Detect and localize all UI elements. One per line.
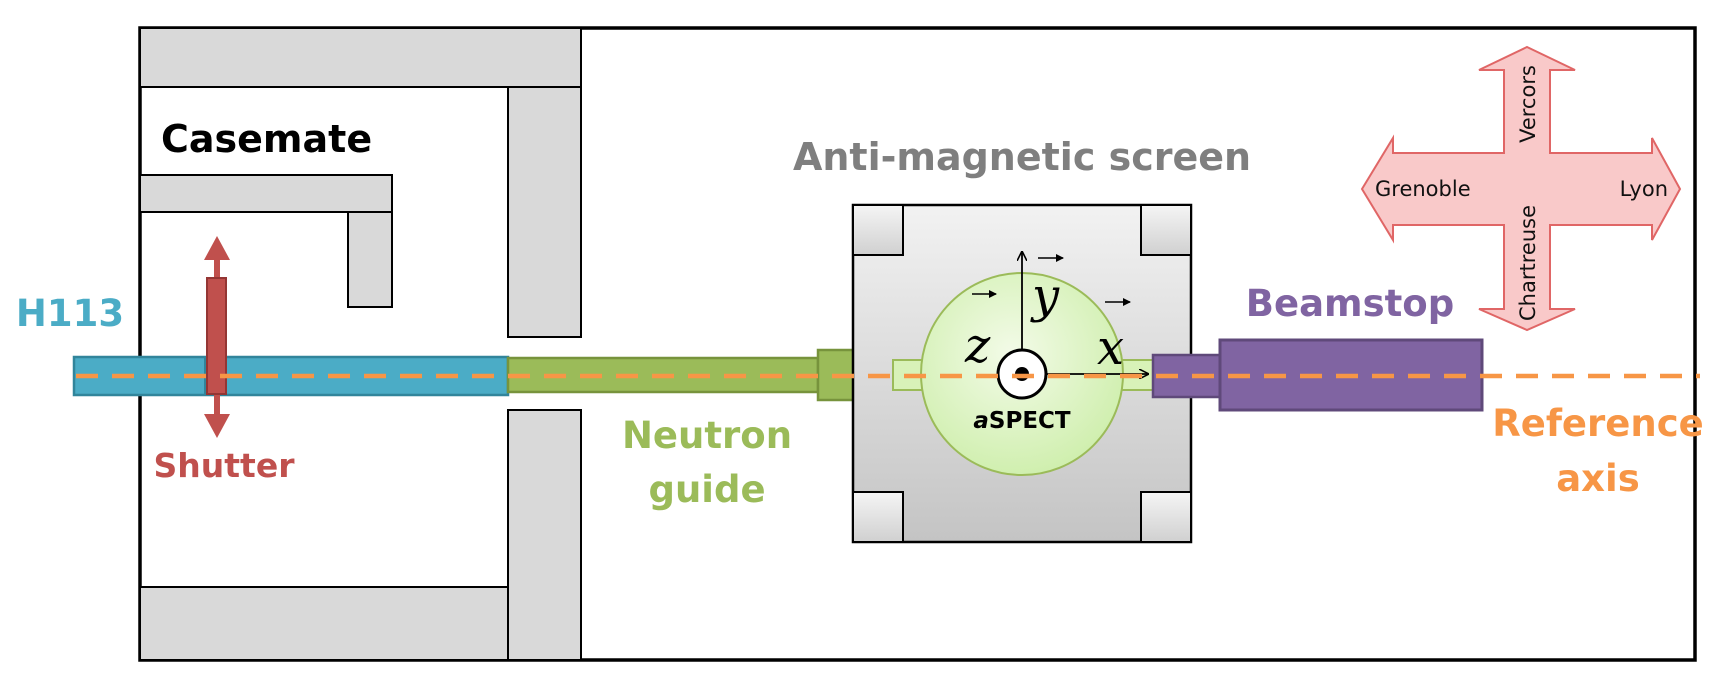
wall-bottom (139, 586, 509, 661)
ledge-vertical (347, 211, 393, 308)
h113-label: H113 (16, 292, 124, 335)
compass-north-label: Vercors (1516, 65, 1540, 143)
compass-rose: Vercors Chartreuse Grenoble Lyon (1360, 45, 1682, 332)
shutter-label: Shutter (154, 446, 296, 485)
screen-corner-br (1140, 491, 1192, 543)
ledge-horizontal (139, 174, 393, 213)
shutter-arrowhead-down (204, 414, 230, 438)
neutron-guide-label-line2: guide (648, 468, 765, 511)
wall-top (139, 27, 582, 88)
screen-corner-tl (852, 204, 904, 256)
beamstop-label: Beamstop (1246, 282, 1454, 325)
screen-corner-bl (852, 491, 904, 543)
compass-east-label: Lyon (1620, 177, 1668, 201)
neutron-guide-label-line1: Neutron (622, 414, 792, 457)
reference-axis-label-line1: Reference (1492, 402, 1704, 445)
aspect-label: aSPECT (973, 408, 1071, 434)
wall-right-upper (507, 86, 582, 338)
compass-west-label: Grenoble (1375, 177, 1471, 201)
reference-axis-label-line2: axis (1556, 457, 1640, 500)
casemate-label: Casemate (161, 117, 372, 161)
shutter (204, 236, 230, 438)
aspect-label-prefix: a (973, 408, 989, 434)
shutter-blade (206, 277, 227, 395)
wall-right-lower (507, 409, 582, 661)
h113-beam-tube (72, 355, 510, 397)
z-axis-label: z (964, 318, 991, 374)
aspect-label-suffix: SPECT (989, 408, 1071, 434)
x-axis-label: x (1097, 320, 1124, 376)
screen-corner-tr (1140, 204, 1192, 256)
anti-magnetic-screen-label: Anti-magnetic screen (793, 135, 1251, 179)
casemate-walls (139, 27, 582, 661)
y-axis-label: y (1030, 268, 1060, 324)
compass-south-label: Chartreuse (1516, 205, 1540, 321)
shutter-arrowhead-up (204, 236, 230, 260)
compass-cross-icon (1360, 45, 1682, 332)
coordinate-system: y z x (964, 252, 1148, 400)
